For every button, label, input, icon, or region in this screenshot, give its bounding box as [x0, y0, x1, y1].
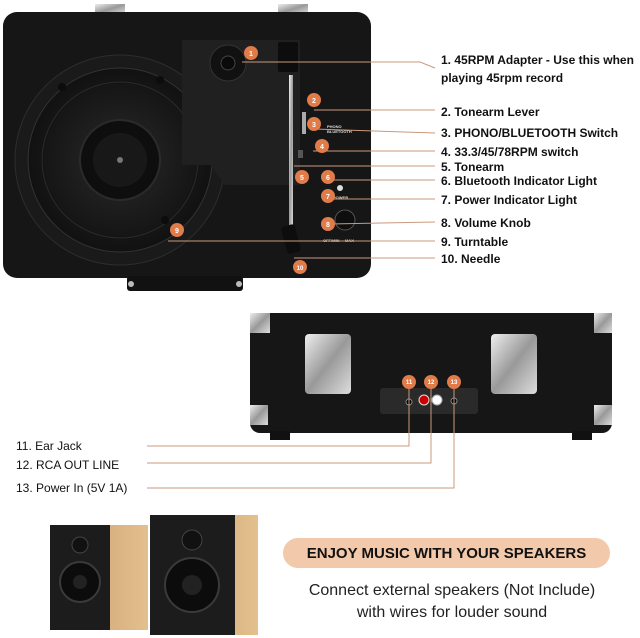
- callout-label-12: 12. RCA OUT LINE: [16, 458, 120, 472]
- case-handle: [127, 276, 243, 291]
- callout-label-3: 3. PHONO/BLUETOOTH Switch: [441, 126, 619, 140]
- svg-text:11: 11: [406, 380, 413, 386]
- callout-label-11: 11. Ear Jack: [16, 439, 82, 453]
- back-latch-right: [491, 334, 537, 394]
- case-latch-left: [95, 4, 125, 14]
- callout-label-13: 13. Power In (5V 1A): [16, 481, 128, 495]
- banner-description: Connect external speakers (Not Include) …: [272, 580, 632, 624]
- callout-badges-back: 11 12 13: [402, 375, 461, 389]
- callout-label-10: 10. Needle: [441, 252, 501, 266]
- banner-line-1: Connect external speakers (Not Include): [308, 582, 596, 599]
- label-phono: PHONO: [327, 124, 342, 129]
- callout-label-6: 6. Bluetooth Indicator Light: [441, 174, 597, 188]
- callout-label-2: 2. Tonearm Lever: [441, 105, 540, 119]
- leader-lines-top: [168, 61, 436, 259]
- speaker-left: [50, 525, 148, 630]
- svg-text:6: 6: [326, 175, 330, 182]
- svg-text:12: 12: [428, 380, 435, 386]
- case-latch-right: [278, 4, 308, 14]
- svg-text:3: 3: [312, 122, 316, 129]
- label-bluetooth: BLUETOOTH: [327, 129, 352, 134]
- callout-label-4: 4. 33.3/45/78RPM switch: [441, 145, 579, 159]
- callout-label-1: 1. 45RPM Adapter - Use this when playing…: [441, 53, 634, 85]
- svg-text:13: 13: [451, 380, 458, 386]
- svg-text:8: 8: [326, 222, 330, 229]
- callout-label-8: 8. Volume Knob: [441, 216, 531, 230]
- svg-text:10: 10: [297, 266, 304, 272]
- back-latch-left: [305, 334, 351, 394]
- callout-badges-top: 1 2 3 4 5 6 7 8 9 10: [170, 46, 335, 274]
- svg-text:1: 1: [249, 51, 253, 58]
- leader-lines-back: [147, 388, 455, 489]
- svg-text:2: 2: [312, 98, 316, 105]
- speaker-right: [150, 515, 258, 635]
- banner-line-2: with wires for louder sound: [356, 604, 548, 621]
- callout-label-9: 9. Turntable: [441, 235, 509, 249]
- svg-text:7: 7: [326, 194, 330, 201]
- svg-text:4: 4: [320, 144, 324, 151]
- banner-title: ENJOY MUSIC WITH YOUR SPEAKERS: [283, 538, 610, 568]
- callout-label-5: 5. Tonearm: [441, 160, 505, 174]
- tonearm-assembly: [182, 40, 356, 254]
- svg-text:9: 9: [175, 228, 179, 235]
- label-power: POWER: [333, 195, 348, 200]
- svg-text:5: 5: [300, 175, 304, 182]
- callout-label-7: 7. Power Indicator Light: [441, 193, 578, 207]
